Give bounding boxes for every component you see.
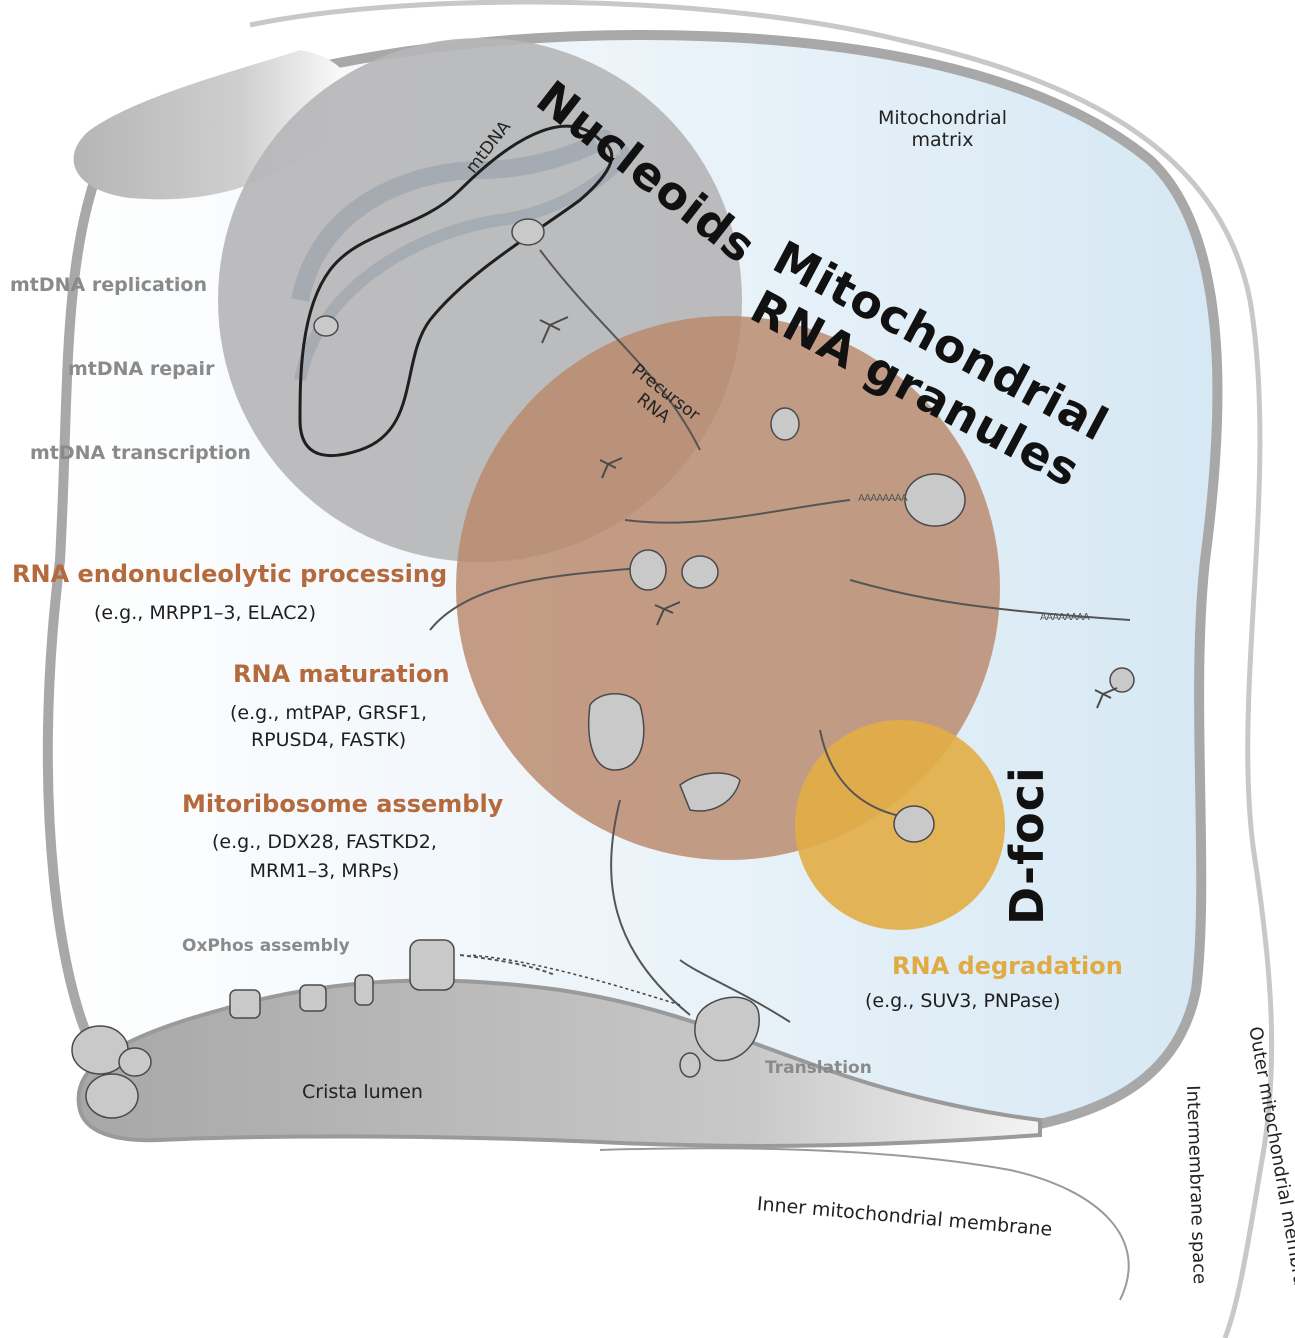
mtdna-repair-label: mtDNA repair	[68, 358, 215, 380]
matrix-label-line2: matrix	[911, 129, 974, 151]
endonucleolytic-title: RNA endonucleolytic processing	[12, 560, 448, 588]
trna-icon	[599, 457, 623, 479]
mtdna-replication-label: mtDNA replication	[10, 274, 208, 296]
mitoribosome-icon	[694, 996, 760, 1062]
protein-complex-icon	[229, 989, 261, 1019]
protein-complex-icon	[299, 984, 327, 1012]
mitoribosome-examples: (e.g., DDX28, FASTKD2, MRM1–3, MRPs)	[212, 828, 437, 886]
protein-complex-icon	[1109, 667, 1135, 693]
protein-complex-icon	[588, 693, 645, 771]
maturation-examples: (e.g., mtPAP, GRSF1, RPUSD4, FASTK)	[230, 700, 427, 754]
matrix-label: Mitochondrial matrix	[878, 107, 1007, 151]
mitoribosome-icon	[904, 473, 966, 527]
maturation-examples-line1: (e.g., mtPAP, GRSF1,	[230, 702, 428, 724]
mitoribosome-icon	[681, 555, 719, 589]
maturation-examples-line2: RPUSD4, FASTK)	[250, 729, 407, 751]
protein-complex-icon	[511, 218, 545, 246]
mitoribosome-examples-line1: (e.g., DDX28, FASTKD2,	[212, 831, 437, 853]
endonucleolytic-examples: (e.g., MRPP1–3, ELAC2)	[94, 602, 317, 624]
poly-a-tail-icon: AAAAAAAA	[1040, 612, 1090, 623]
degradation-title: RNA degradation	[892, 952, 1123, 980]
trna-icon	[1094, 687, 1118, 709]
crista-lumen-shape	[76, 978, 1042, 1148]
trna-icon	[654, 601, 681, 626]
protein-complex-icon	[770, 407, 800, 441]
mitoribosome-title: Mitoribosome assembly	[182, 790, 504, 818]
mtdna-transcription-label: mtDNA transcription	[30, 442, 251, 464]
poly-a-label: AAAAAAAA	[858, 493, 908, 504]
maturation-title: RNA maturation	[233, 660, 450, 688]
precursor-rna	[539, 249, 701, 451]
protein-complex-icon	[118, 1047, 152, 1077]
crista-lumen-label: Crista lumen	[302, 1081, 423, 1103]
protein-complex-icon	[85, 1073, 139, 1119]
degradation-examples: (e.g., SUV3, PNPase)	[865, 990, 1061, 1012]
mitoribosome-examples-line2: MRM1–3, MRPs)	[249, 860, 400, 882]
dfoci-heading: D-foci	[1000, 766, 1054, 925]
protein-complex-icon	[893, 805, 935, 843]
protein-complex-icon	[354, 974, 374, 1006]
protein-complex-icon	[679, 1052, 701, 1078]
translation-label: Translation	[765, 1058, 872, 1078]
protein-complex-icon	[313, 315, 339, 337]
oxphos-label: OxPhos assembly	[182, 936, 350, 956]
protein-complex-icon	[409, 939, 455, 991]
matrix-label-line1: Mitochondrial	[878, 107, 1007, 129]
mitoribosome-icon	[629, 549, 667, 591]
protein-complex-icon	[679, 772, 741, 812]
outer-membrane	[249, 0, 1275, 1338]
trna-icon	[539, 316, 569, 344]
